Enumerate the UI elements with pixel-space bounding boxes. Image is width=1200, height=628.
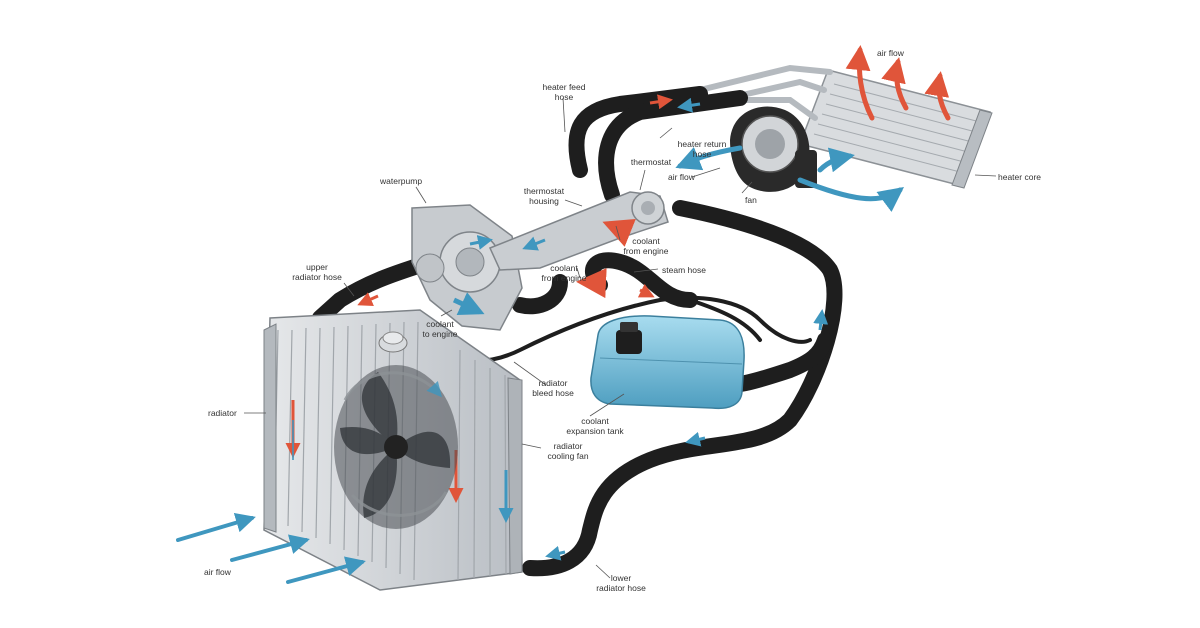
waterpump (411, 204, 523, 331)
label-heater-core: heater core (998, 172, 1041, 182)
label-radiator: radiator (208, 408, 237, 418)
label-thermostat: thermostat (630, 157, 672, 167)
label-coolant-from-engine-bypass: coolant from engine (541, 263, 587, 283)
label-air-flow-radiator: air flow (204, 567, 231, 577)
label-fan: fan (745, 195, 757, 205)
heater-blower-fan (730, 106, 817, 192)
label-coolant-to-engine: coolant to engine (422, 319, 458, 339)
radiator-airflow-arrows (176, 512, 366, 584)
label-coolant-expansion-tank: coolant expansion tank (566, 416, 624, 436)
coolant-expansion-tank (590, 315, 745, 410)
radiator-cooling-fan (334, 365, 458, 529)
label-lower-radiator-hose: lower radiator hose (596, 573, 646, 593)
leader-lines (244, 97, 997, 579)
label-radiator-bleed-hose: radiator bleed hose (532, 378, 574, 398)
label-heater-return-hose: heater return hose (677, 139, 727, 159)
label-coolant-from-engine-thermostat: coolant from engine (623, 236, 669, 256)
label-air-flow-blower: air flow (668, 172, 695, 182)
label-upper-radiator-hose: upper radiator hose (292, 262, 342, 282)
label-thermostat-housing: thermostat housing (523, 186, 565, 206)
heater-airflow-arrows (675, 45, 951, 212)
hose-flow-arrows (357, 94, 829, 561)
label-radiator-cooling-fan: radiator cooling fan (547, 441, 589, 461)
thermostat-housing (488, 191, 669, 299)
label-air-flow-heater-core-out: air flow (877, 48, 904, 58)
label-waterpump: waterpump (380, 176, 423, 186)
label-heater-feed-hose: heater feed hose (542, 82, 586, 102)
heater-core (799, 69, 993, 189)
label-steam-hose: steam hose (662, 265, 706, 275)
